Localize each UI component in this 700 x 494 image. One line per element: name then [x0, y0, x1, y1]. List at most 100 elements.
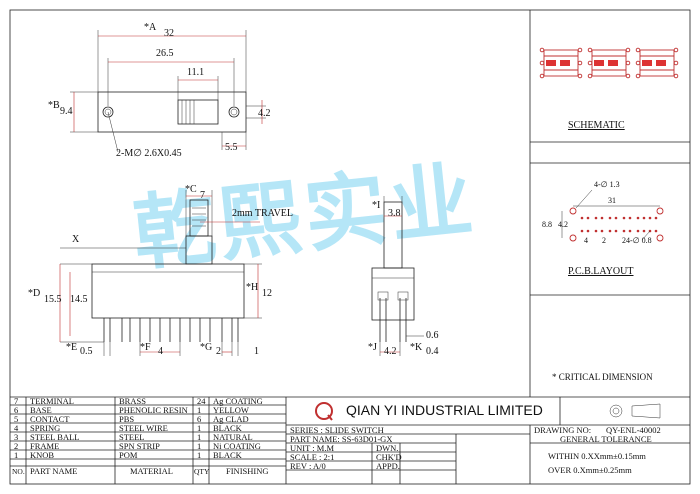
- bom-no: 6: [14, 406, 19, 415]
- dim-f-label: *F: [140, 342, 151, 353]
- x-label: X: [72, 234, 80, 245]
- dim-f-value: 4: [158, 346, 163, 357]
- dim-i-value: 3.8: [388, 208, 401, 219]
- bom-qty: 6: [197, 415, 202, 424]
- dim-14-5: 14.5: [70, 294, 88, 305]
- dwn-label: DWN.: [376, 444, 399, 453]
- company-logo: [315, 402, 333, 420]
- drawing-no-label: DRAWING NO:: [534, 426, 592, 435]
- bom-header-finish: FINISHING: [226, 467, 269, 476]
- title-block-grid: [10, 397, 690, 484]
- bom-qty: 1: [197, 442, 202, 451]
- travel-label: 2mm TRAVEL: [232, 208, 294, 219]
- bom-finish: NATURAL: [213, 433, 253, 442]
- bom-part: KNOB: [30, 451, 55, 460]
- schematic-diagram: [539, 47, 679, 79]
- drawing-border: [9, 9, 691, 485]
- dim-h-value: 12: [262, 288, 272, 299]
- tolerance-within: WITHIN 0.XXmm±0.15mm: [548, 452, 646, 461]
- dim-j-value: 4.2: [384, 346, 397, 357]
- dim-e-label: *E: [66, 342, 78, 353]
- pcb-layout-label: P.C.B.LAYOUT: [568, 266, 634, 277]
- bom-finish: Ni COATING: [213, 442, 261, 451]
- bom-part: BASE: [30, 406, 52, 415]
- dim-5-5: 5.5: [225, 142, 238, 153]
- dim-h-label: *H: [246, 282, 259, 293]
- bom-part: STEEL BALL: [30, 433, 80, 442]
- chkd-label: CHK'D: [376, 453, 402, 462]
- bom-material: BRASS: [119, 397, 146, 406]
- dim-k-value: 0.4: [426, 346, 439, 357]
- dim-k-label: *K: [410, 342, 423, 353]
- dim-d-value: 15.5: [44, 294, 62, 305]
- bom-part: CONTACT: [30, 415, 70, 424]
- drawing-no-value: QY-ENL-40002: [606, 426, 661, 435]
- dim-0-6: 0.6: [426, 330, 439, 341]
- bom-finish: Ag CLAD: [213, 415, 249, 424]
- scale-label: SCALE : 2:1: [290, 453, 335, 462]
- dim-g-value: 2: [216, 346, 221, 357]
- dim-g-label: *G: [200, 342, 213, 353]
- bom-part: SPRING: [30, 424, 61, 433]
- bom-material: POM: [119, 451, 138, 460]
- bom-header-part: PART NAME: [30, 467, 78, 476]
- series-label: SERIES : SLIDE SWITCH: [290, 426, 384, 435]
- side-view: [371, 196, 424, 356]
- pcb-hole-note: 4-∅ 1.3: [594, 180, 620, 189]
- bom-qty: 1: [197, 451, 202, 460]
- dim-b-label: *B: [48, 100, 60, 111]
- bom-part: TERMINAL: [30, 397, 74, 406]
- part-name-label: PART NAME: SS-63D01-GX: [290, 435, 393, 444]
- dim-26-5: 26.5: [156, 48, 174, 59]
- rev-label: REV : A/0: [290, 462, 326, 471]
- dim-b-value: 9.4: [60, 106, 73, 117]
- company-name: QIAN YI INDUSTRIAL LIMITED: [346, 402, 543, 418]
- dim-a-value: 32: [164, 28, 174, 39]
- bom-material: STEEL: [119, 433, 145, 442]
- bom-no: 3: [14, 433, 19, 442]
- bom-no: 5: [14, 415, 19, 424]
- bom-qty: 24: [197, 397, 206, 406]
- dim-i-label: *I: [372, 200, 381, 211]
- dim-d-label: *D: [28, 288, 41, 299]
- unit-label: UNIT : M.M: [290, 444, 334, 453]
- bom-no: 7: [14, 397, 19, 406]
- pcb-dim-8-8: 8.8: [542, 220, 552, 229]
- bom-no: 1: [14, 451, 19, 460]
- hole-note: 2-M∅ 2.6X0.45: [116, 148, 182, 159]
- bom-finish: BLACK: [213, 424, 242, 433]
- bom-header-no: NO.: [12, 467, 25, 476]
- bom-header-material: MATERIAL: [130, 467, 173, 476]
- tolerance-over: OVER 0.Xmm±0.25mm: [548, 466, 632, 475]
- schematic-label: SCHEMATIC: [568, 120, 625, 131]
- bom-material: STEEL WIRE: [119, 424, 168, 433]
- bom-material: SPN STRIP: [119, 442, 160, 451]
- dim-c-label: *C: [185, 184, 197, 195]
- bom-qty: 1: [197, 424, 202, 433]
- pcb-dim-4-2: 4.2: [558, 220, 568, 229]
- dim-j-label: *J: [368, 342, 377, 353]
- pcb-pin-note: 24-∅ 0.8: [622, 236, 652, 245]
- bom-qty: 1: [197, 433, 202, 442]
- pcb-dim-2: 2: [602, 236, 606, 245]
- pcb-layout-diagram: [561, 189, 664, 242]
- dim-4-2-top: 4.2: [258, 108, 271, 119]
- dim-1: 1: [254, 346, 259, 357]
- dim-c-value: 7: [200, 190, 205, 201]
- dim-11-1: 11.1: [187, 67, 205, 78]
- pcb-dim-4: 4: [584, 236, 588, 245]
- bom-part: FRAME: [30, 442, 60, 451]
- bom-finish: Ag COATING: [213, 397, 263, 406]
- pcb-dim-31: 31: [608, 196, 616, 205]
- appd-label: APPD.: [376, 462, 400, 471]
- top-view: [70, 30, 266, 153]
- projection-symbol-icon: [609, 403, 661, 419]
- front-view: [59, 190, 262, 356]
- bom-finish: YELLOW: [213, 406, 249, 415]
- bom-header-qty: QTY: [194, 467, 209, 476]
- bom-no: 4: [14, 424, 19, 433]
- bom-no: 2: [14, 442, 19, 451]
- general-tolerance-title: GENERAL TOLERANCE: [560, 435, 652, 444]
- bom-finish: BLACK: [213, 451, 242, 460]
